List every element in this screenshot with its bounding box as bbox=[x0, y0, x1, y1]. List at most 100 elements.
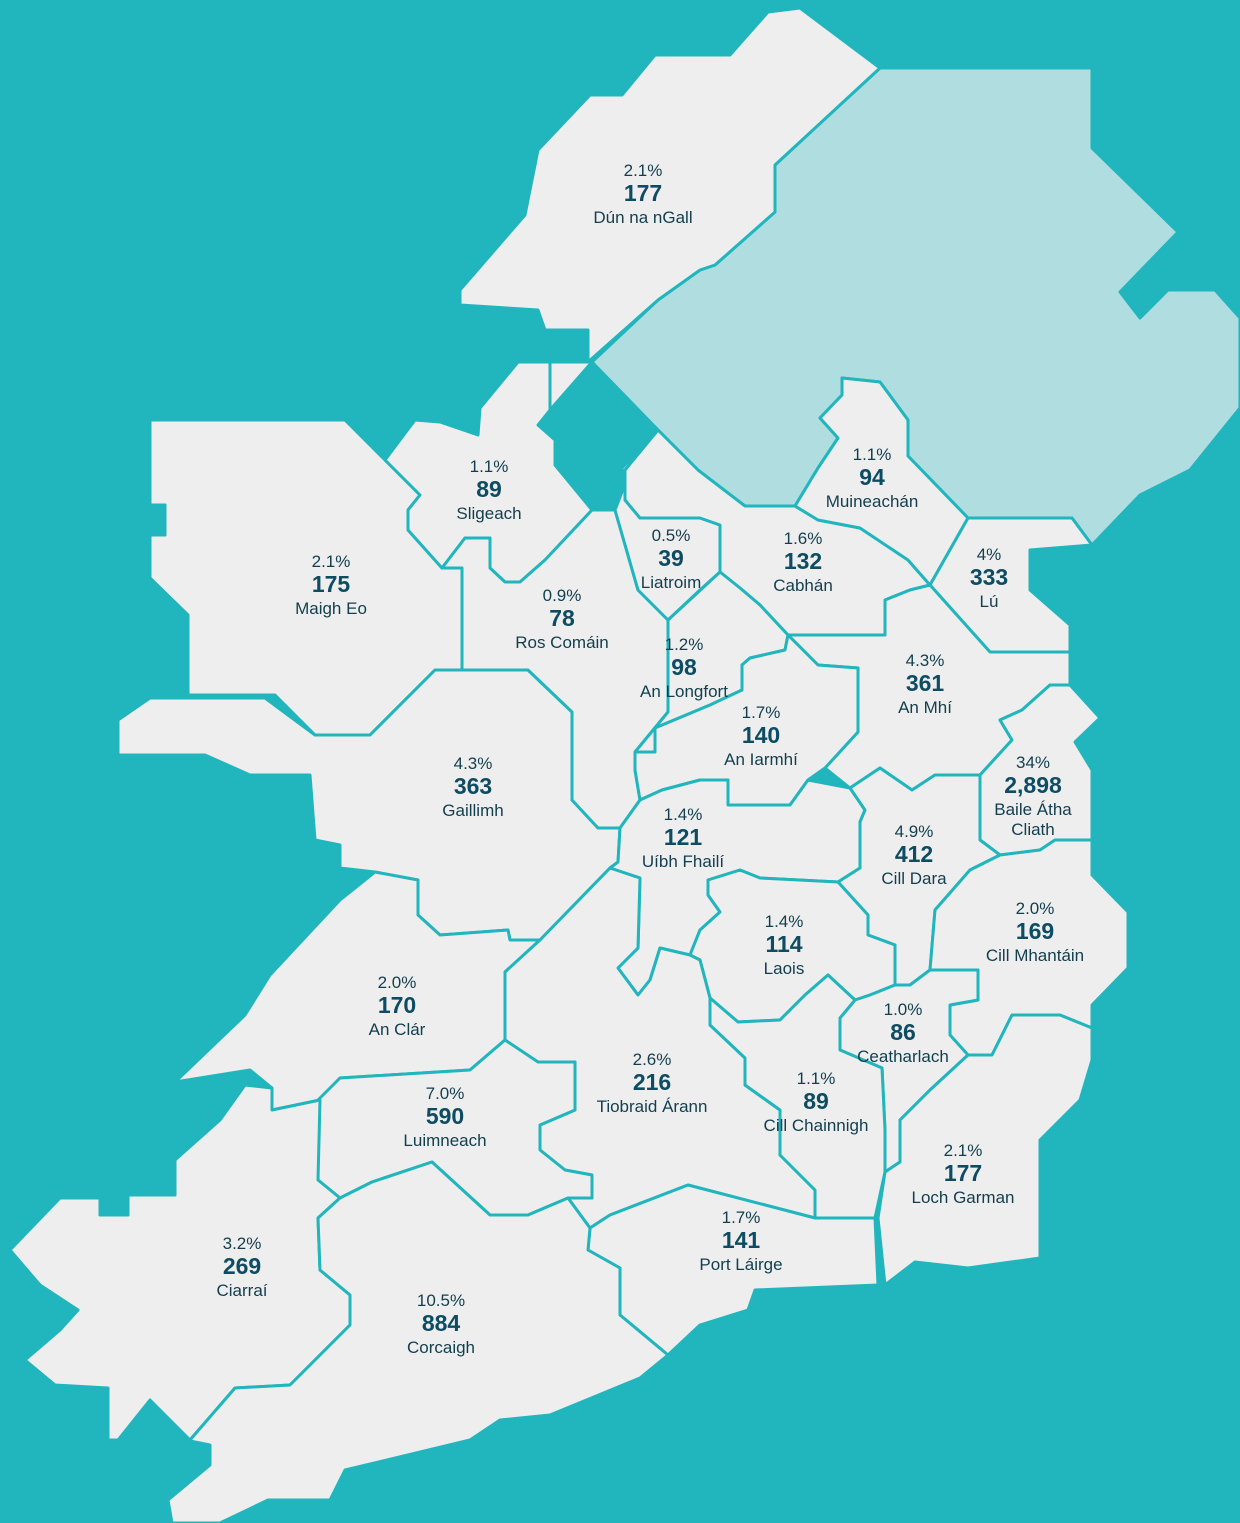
county-name: Muineachán bbox=[825, 492, 919, 511]
county-muineachan[interactable] bbox=[793, 376, 970, 587]
share-value: 1.1% bbox=[796, 1069, 836, 1088]
label-sligeach: 1.1% 89 Sligeach bbox=[389, 458, 589, 524]
share-value: 4.3% bbox=[453, 754, 493, 773]
county-corcaigh[interactable] bbox=[166, 1160, 670, 1523]
count-value: 114 bbox=[765, 931, 803, 957]
county-name: Ros Comáin bbox=[515, 633, 609, 652]
count-value: 175 bbox=[311, 571, 351, 597]
label-baile-atha-cliath: 34% 2,898 Baile Átha Cliath bbox=[994, 753, 1072, 839]
share-value: 0.9% bbox=[542, 586, 582, 605]
share-value: 1.7% bbox=[721, 1208, 761, 1227]
county-name: Maigh Eo bbox=[295, 599, 367, 618]
count-value: 121 bbox=[663, 824, 703, 850]
county-dun-na-ngall[interactable] bbox=[458, 6, 882, 364]
count-value: 86 bbox=[890, 1019, 916, 1045]
count-value: 2,898 bbox=[1004, 772, 1062, 798]
county-name: Sligeach bbox=[456, 504, 522, 523]
count-value: 78 bbox=[549, 605, 575, 631]
county-name: Port Láirge bbox=[699, 1255, 783, 1274]
count-value: 333 bbox=[969, 564, 1009, 590]
count-value: 89 bbox=[803, 1088, 829, 1114]
label-ciarrai: 3.2% 269 Ciarraí bbox=[142, 1235, 342, 1301]
share-value: 1.1% bbox=[469, 457, 509, 476]
county-name: Liatroim bbox=[640, 573, 702, 592]
count-value: 361 bbox=[905, 670, 945, 696]
label-ceatharlach: 1.0% 86 Ceatharlach bbox=[803, 1001, 1003, 1067]
label-an-longfort: 1.2% 98 An Longfort bbox=[584, 636, 784, 702]
label-an-mhi: 4.3% 361 An Mhí bbox=[825, 652, 1025, 718]
label-loch-garman: 2.1% 177 Loch Garman bbox=[863, 1142, 1063, 1208]
share-value: 7.0% bbox=[425, 1084, 465, 1103]
county-name: Gaillimh bbox=[442, 801, 504, 820]
share-value: 2.1% bbox=[623, 161, 663, 180]
county-loch-garman[interactable] bbox=[876, 1013, 1094, 1287]
count-value: 98 bbox=[671, 654, 697, 680]
county-name: Cill Chainnigh bbox=[763, 1116, 869, 1135]
county-name: Lú bbox=[979, 592, 999, 611]
share-value: 4.9% bbox=[894, 822, 934, 841]
share-value: 4% bbox=[976, 545, 1002, 564]
county-name: Baile Átha Cliath bbox=[994, 800, 1072, 839]
county-name: Laois bbox=[763, 959, 805, 978]
county-name: An Mhí bbox=[898, 698, 952, 717]
county-cill-chainnigh[interactable] bbox=[708, 973, 887, 1220]
share-value: 1.0% bbox=[883, 1000, 923, 1019]
label-maigh-eo: 2.1% 175 Maigh Eo bbox=[231, 553, 431, 619]
count-value: 269 bbox=[222, 1253, 262, 1279]
share-value: 1.2% bbox=[664, 635, 704, 654]
share-value: 10.5% bbox=[416, 1291, 466, 1310]
share-value: 34% bbox=[1015, 753, 1051, 772]
count-value: 132 bbox=[783, 548, 823, 574]
label-muineachan: 1.1% 94 Muineachán bbox=[772, 446, 972, 512]
county-name: An Longfort bbox=[640, 682, 728, 701]
county-name: An Iarmhí bbox=[724, 750, 798, 769]
label-ros-comain: 0.9% 78 Ros Comáin bbox=[462, 587, 662, 653]
share-value: 2.1% bbox=[943, 1141, 983, 1160]
count-value: 177 bbox=[943, 1160, 983, 1186]
county-name: Cabhán bbox=[773, 576, 833, 595]
county-name: An Clár bbox=[368, 1020, 426, 1039]
label-cill-mhantain: 2.0% 169 Cill Mhantáin bbox=[935, 900, 1135, 966]
share-value: 1.6% bbox=[783, 529, 823, 548]
count-value: 590 bbox=[425, 1103, 465, 1129]
count-value: 884 bbox=[421, 1310, 461, 1336]
label-lu: 4% 333 Lú bbox=[889, 546, 1089, 612]
share-value: 4.3% bbox=[905, 651, 945, 670]
share-value: 2.0% bbox=[1015, 899, 1055, 918]
county-name: Cill Dara bbox=[881, 869, 947, 888]
label-cill-dara: 4.9% 412 Cill Dara bbox=[814, 823, 1014, 889]
label-tiobraid-arann: 2.6% 216 Tiobraid Árann bbox=[552, 1051, 752, 1117]
label-corcaigh: 10.5% 884 Corcaigh bbox=[341, 1292, 541, 1358]
county-name: Uíbh Fhailí bbox=[641, 852, 725, 871]
count-value: 89 bbox=[476, 476, 502, 502]
county-name: Ceatharlach bbox=[857, 1047, 949, 1066]
county-name: Ciarraí bbox=[216, 1281, 268, 1300]
share-value: 1.4% bbox=[764, 912, 804, 931]
county-name: Cill Mhantáin bbox=[985, 946, 1085, 965]
label-cabhan: 1.6% 132 Cabhán bbox=[703, 530, 903, 596]
share-value: 2.6% bbox=[632, 1050, 672, 1069]
count-value: 169 bbox=[1015, 918, 1055, 944]
county-name: Tiobraid Árann bbox=[596, 1097, 708, 1116]
county-name: Luimneach bbox=[403, 1131, 487, 1150]
count-value: 94 bbox=[859, 464, 885, 490]
count-value: 140 bbox=[741, 722, 781, 748]
count-value: 141 bbox=[721, 1227, 761, 1253]
label-an-iarmhi: 1.7% 140 An Iarmhí bbox=[661, 704, 861, 770]
share-value: 2.1% bbox=[311, 552, 351, 571]
label-laois: 1.4% 114 Laois bbox=[684, 913, 884, 979]
label-an-clar: 2.0% 170 An Clár bbox=[297, 974, 497, 1040]
count-value: 39 bbox=[658, 545, 684, 571]
label-luimneach: 7.0% 590 Luimneach bbox=[345, 1085, 545, 1151]
share-value: 2.0% bbox=[377, 973, 417, 992]
count-value: 177 bbox=[623, 180, 663, 206]
share-value: 3.2% bbox=[222, 1234, 262, 1253]
label-cill-chainnigh: 1.1% 89 Cill Chainnigh bbox=[716, 1070, 916, 1136]
share-value: 1.7% bbox=[741, 703, 781, 722]
share-value: 0.5% bbox=[651, 526, 691, 545]
count-value: 363 bbox=[453, 773, 493, 799]
count-value: 170 bbox=[377, 992, 417, 1018]
county-name: Loch Garman bbox=[911, 1188, 1015, 1207]
label-dun-na-ngall: 2.1% 177 Dún na nGall bbox=[543, 162, 743, 228]
